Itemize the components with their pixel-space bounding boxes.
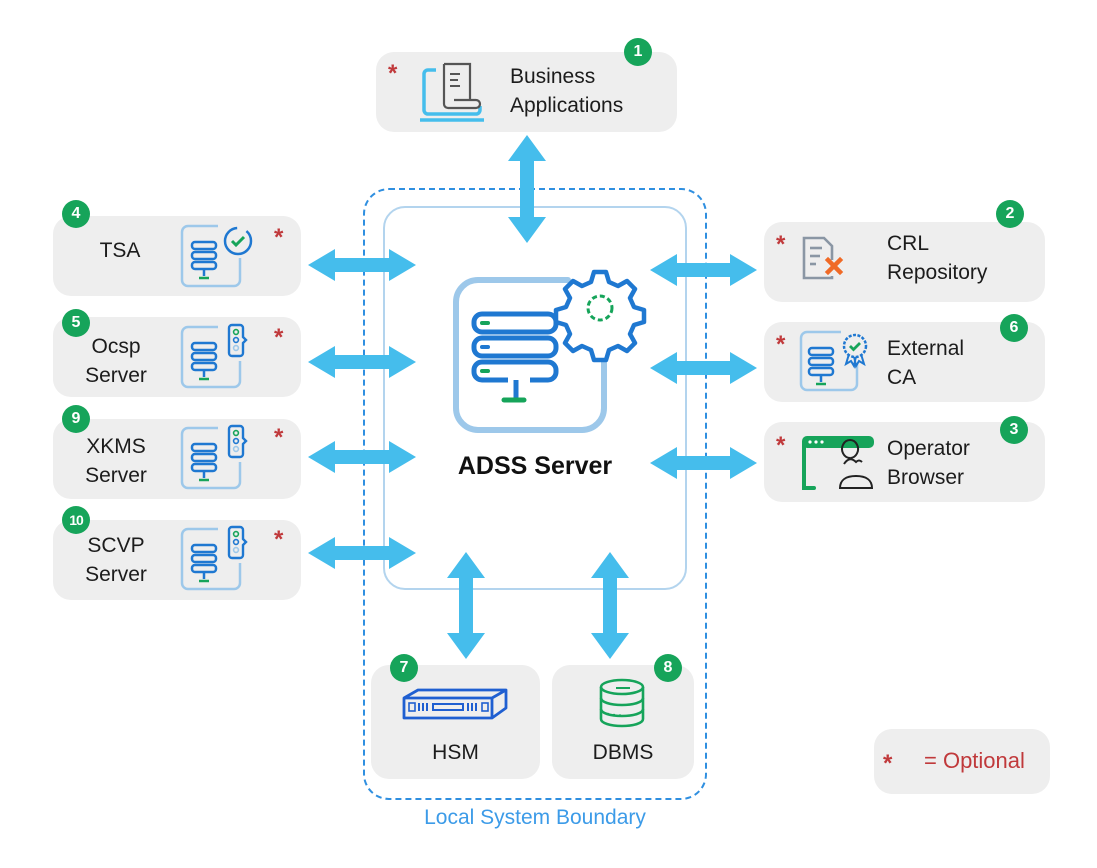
optional-marker: * xyxy=(388,60,398,87)
badge-number: 10 xyxy=(62,506,90,534)
label-line: Server xyxy=(85,563,147,586)
local-system-boundary-label: Local System Boundary xyxy=(424,806,646,829)
label-line: Repository xyxy=(887,261,988,284)
label-line: CRL xyxy=(887,232,930,255)
node-dbms-label: DBMS xyxy=(552,738,694,767)
label-line: Business xyxy=(510,65,596,88)
badge-number: 4 xyxy=(62,200,90,228)
server-certificate-list-icon xyxy=(178,422,258,492)
arrow-crl-repository xyxy=(650,254,757,286)
optional-marker: * xyxy=(776,231,786,258)
node-scvp-server-label: SCVP Server xyxy=(66,531,166,589)
label-line: XKMS xyxy=(86,435,146,458)
arrow-tsa xyxy=(308,249,416,281)
arrow-dbms xyxy=(591,552,629,659)
badge-number: 9 xyxy=(62,405,90,433)
local-system-boundary xyxy=(363,188,707,800)
badge-number: 1 xyxy=(624,38,652,66)
label-line: External xyxy=(887,337,965,360)
optional-marker: * xyxy=(274,324,284,351)
adss-server-title: ADSS Server xyxy=(457,452,613,480)
browser-user-icon xyxy=(800,434,880,494)
node-business-applications-label: Business Applications xyxy=(510,62,623,120)
server-gear-icon xyxy=(448,266,648,436)
optional-marker: * xyxy=(274,526,284,553)
database-icon xyxy=(598,678,646,728)
label-line: Server xyxy=(85,464,147,487)
node-crl-repository[interactable] xyxy=(764,222,1045,302)
node-operator-browser-label: Operator Browser xyxy=(887,434,970,492)
badge-number: 3 xyxy=(1000,416,1028,444)
label-line: Ocsp xyxy=(91,335,141,358)
arrow-hsm xyxy=(447,552,485,659)
badge-number: 5 xyxy=(62,309,90,337)
node-external-ca-label: External CA xyxy=(887,334,964,392)
document-x-icon xyxy=(800,234,850,284)
badge-number: 7 xyxy=(390,654,418,682)
legend-optional-marker: * xyxy=(883,750,893,777)
legend xyxy=(874,729,1050,794)
optional-marker: * xyxy=(274,224,284,251)
badge-number: 2 xyxy=(996,200,1024,228)
legend-text: = Optional xyxy=(924,748,1025,773)
arrow-business-applications xyxy=(508,135,546,243)
label-line: HSM xyxy=(432,741,479,764)
server-badge-icon xyxy=(797,328,877,396)
laptop-document-icon xyxy=(418,60,486,124)
node-external-ca[interactable] xyxy=(764,322,1045,402)
node-ocsp-server[interactable] xyxy=(53,317,301,397)
arrow-xkms-server xyxy=(308,441,416,473)
label-line: TSA xyxy=(99,239,141,262)
node-dbms[interactable] xyxy=(552,665,694,779)
label-line: Applications xyxy=(510,94,624,117)
node-xkms-server-label: XKMS Server xyxy=(66,432,166,490)
label-line: CA xyxy=(887,366,917,389)
label-line: Operator xyxy=(887,437,970,460)
server-certificate-list-icon xyxy=(178,523,258,593)
label-line: Browser xyxy=(887,466,965,489)
node-ocsp-server-label: Ocsp Server xyxy=(66,332,166,390)
optional-marker: * xyxy=(776,331,786,358)
label-line: SCVP xyxy=(87,534,145,557)
label-line: Server xyxy=(85,364,147,387)
arrow-ocsp-server xyxy=(308,346,416,378)
node-tsa-label: TSA xyxy=(70,236,170,265)
node-crl-repository-label: CRL Repository xyxy=(887,229,987,287)
node-scvp-server[interactable] xyxy=(53,520,301,600)
badge-number: 6 xyxy=(1000,314,1028,342)
node-tsa[interactable] xyxy=(53,216,301,296)
label-line: DBMS xyxy=(592,741,654,764)
arrow-external-ca xyxy=(650,352,757,384)
arrow-scvp-server xyxy=(308,537,416,569)
arrow-operator-browser xyxy=(650,447,757,479)
server-clock-icon xyxy=(178,222,258,290)
optional-marker: * xyxy=(776,432,786,459)
node-hsm-label: HSM xyxy=(371,738,540,767)
server-certificate-list-icon xyxy=(178,321,258,391)
badge-number: 8 xyxy=(654,654,682,682)
adss-server-panel[interactable] xyxy=(383,206,687,590)
node-xkms-server[interactable] xyxy=(53,419,301,499)
hsm-appliance-icon xyxy=(402,688,508,724)
optional-marker: * xyxy=(274,424,284,451)
node-hsm[interactable] xyxy=(371,665,540,779)
